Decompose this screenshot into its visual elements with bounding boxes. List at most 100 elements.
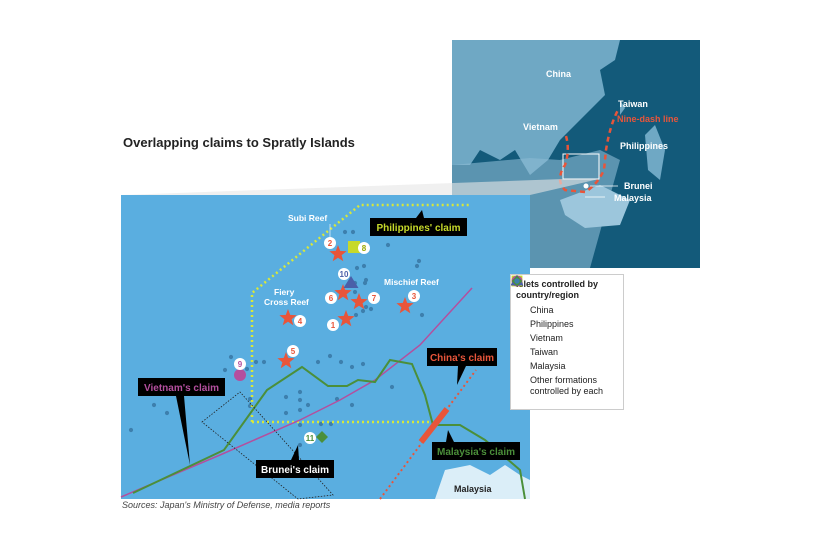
- formation-dot: [334, 396, 340, 402]
- formation-dot: [297, 397, 303, 403]
- legend-item-circle: Vietnam: [511, 275, 618, 344]
- legend-item-diamond: Malaysia: [511, 275, 618, 372]
- legend-item-triangle: Taiwan: [511, 275, 618, 358]
- formation-dot: [305, 402, 311, 408]
- formation-dot: [360, 361, 366, 367]
- inset-label-malaysia: Malaysia: [614, 193, 653, 203]
- islet-number-badge: [234, 358, 246, 370]
- china-claim-label: China's claim: [430, 353, 494, 364]
- fiery-cross-reef-label-1: Fiery: [274, 287, 295, 297]
- formation-dot: [349, 364, 355, 370]
- islet-number-badge: [324, 237, 336, 249]
- formation-dot: [247, 403, 253, 409]
- formation-dot: [363, 304, 369, 310]
- islet-marker-triangle: [343, 276, 359, 288]
- formation-dot: [360, 308, 366, 314]
- islet-number: 11: [306, 434, 315, 443]
- formation-dot: [315, 359, 321, 365]
- formation-dot: [416, 258, 422, 264]
- islet-number: 9: [238, 360, 243, 369]
- malaysia-land-label: Malaysia: [454, 484, 493, 494]
- malaysia-claim-line: [132, 358, 526, 500]
- inset-label-nine-dash-line: Nine-dash line: [617, 114, 679, 124]
- legend: Islets controlled by country/region Chin…: [510, 274, 624, 410]
- brunei-claim-label-box: [256, 460, 334, 478]
- islet-marker-star: [279, 309, 297, 326]
- islet-number-badge: [368, 292, 380, 304]
- formation-dot: [297, 407, 303, 413]
- islet-number-badge: [304, 432, 316, 444]
- vietnam-claim-label-box: [138, 378, 225, 396]
- formation-dot: [385, 242, 391, 248]
- source-note: Sources: Japan's Ministry of Defense, me…: [122, 500, 331, 510]
- islet-number-badge: [338, 268, 350, 280]
- inset-label-vietnam: Vietnam: [523, 122, 558, 132]
- formation-dot: [354, 265, 360, 271]
- islet-marker-square: [348, 241, 360, 253]
- islet-marker-star: [277, 352, 295, 369]
- brunei-claim-label: Brunei's claim: [261, 465, 329, 476]
- formation-dot: [253, 359, 259, 365]
- formation-dot: [128, 427, 134, 433]
- islet-number: 8: [362, 244, 367, 253]
- brunei-claim-area: [201, 391, 334, 500]
- formation-dot: [353, 312, 359, 318]
- formation-dot: [283, 394, 289, 400]
- china-claim-label-box: [427, 348, 497, 366]
- islet-number-badge: [408, 290, 420, 302]
- formation-dot: [419, 312, 425, 318]
- formation-dot: [228, 354, 234, 360]
- formation-dot: [352, 289, 358, 295]
- dot-symbol: [514, 278, 520, 284]
- islet-number: 2: [328, 239, 333, 248]
- formation-dot: [362, 280, 368, 286]
- fiery-cross-reef-label-2: Cross Reef: [264, 297, 309, 307]
- formation-dot: [244, 366, 250, 372]
- formation-dot: [261, 359, 267, 365]
- formation-dot: [327, 353, 333, 359]
- formation-dot: [342, 229, 348, 235]
- formation-dot: [350, 229, 356, 235]
- islet-marker-star: [396, 297, 414, 314]
- formation-dot: [349, 402, 355, 408]
- legend-item-square: Philippines: [511, 275, 618, 330]
- islet-number: 6: [329, 294, 334, 303]
- islet-marker-star: [337, 310, 355, 327]
- legend-item-star: China: [511, 275, 618, 316]
- islet-number-badge: [287, 345, 299, 357]
- malaysia-claim-label: Malaysia's claim: [437, 447, 515, 458]
- formation-dot: [297, 442, 303, 448]
- islet-marker-star: [329, 245, 347, 262]
- formation-dot: [297, 422, 303, 428]
- islet-number-badge: [358, 242, 370, 254]
- malaysia-claim-label-box: [432, 442, 520, 460]
- formation-dot: [338, 359, 344, 365]
- islet-number-badge: [325, 292, 337, 304]
- islet-marker-star: [350, 293, 368, 310]
- legend-item-label: Vietnam: [530, 333, 563, 343]
- islet-number-badge: [294, 315, 306, 327]
- philippines-claim-label: Philippines' claim: [376, 223, 460, 234]
- map-title: Overlapping claims to Spratly Islands: [123, 135, 355, 150]
- islet-number: 5: [291, 347, 296, 356]
- mischief-reef-label: Mischief Reef: [384, 277, 439, 287]
- islet-number: 1: [331, 321, 336, 330]
- legend-item-label: China: [530, 305, 554, 315]
- formation-dot: [368, 306, 374, 312]
- islet-number: 3: [412, 292, 417, 301]
- islet-number: 10: [340, 270, 349, 279]
- inset-label-philippines: Philippines: [620, 141, 668, 151]
- formation-dot: [222, 367, 228, 373]
- inset-label-china: China: [546, 69, 572, 79]
- islet-marker-circle: [234, 369, 246, 381]
- formation-dot: [283, 410, 289, 416]
- islet-number-badge: [327, 319, 339, 331]
- legend-title: Islets controlled by country/region: [516, 279, 599, 300]
- legend-item-label: Taiwan: [530, 347, 559, 357]
- inset-label-brunei: Brunei: [624, 181, 653, 191]
- formation-dot: [414, 263, 420, 269]
- philippines-claim-label-box: [370, 218, 467, 236]
